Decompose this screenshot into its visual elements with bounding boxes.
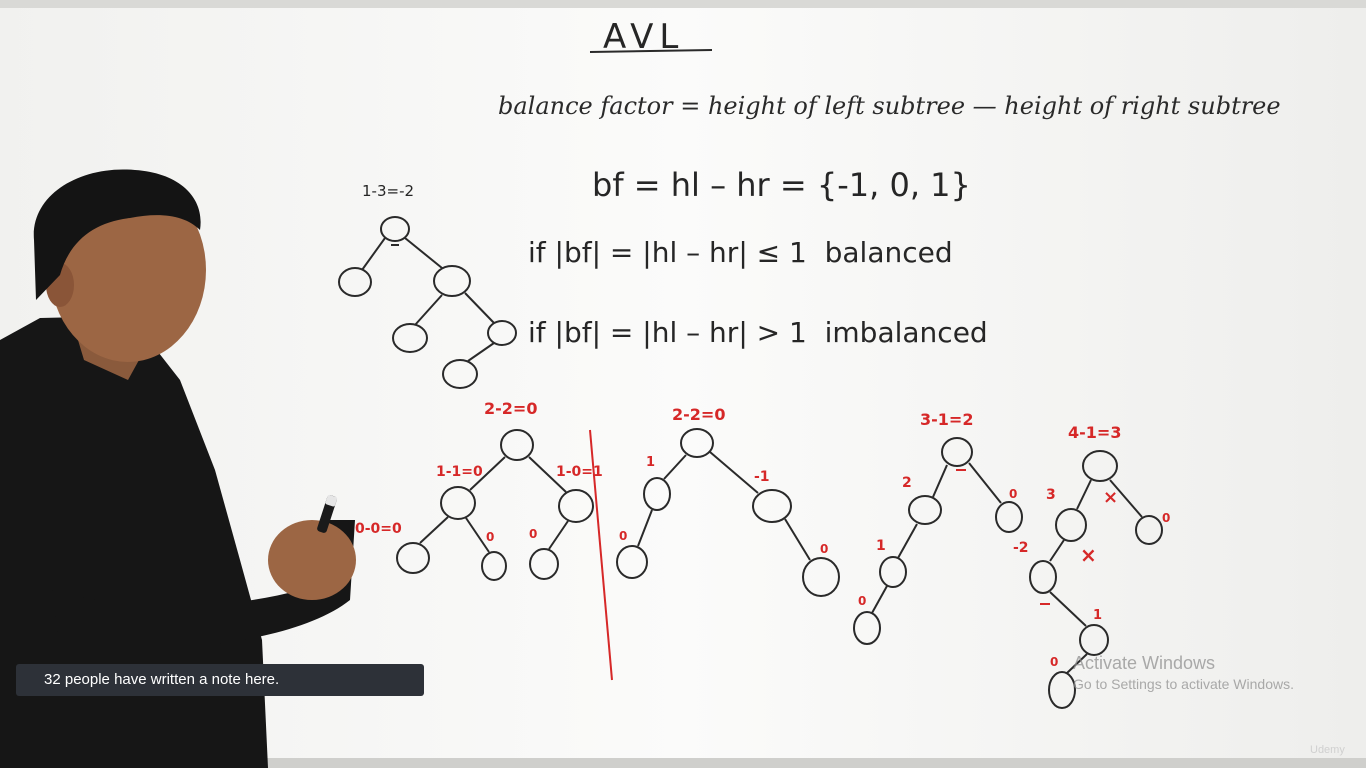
tree-2-left-left-label: 0 [619,529,627,543]
rule-balanced: if |bf| = |hl – hr| ≤ 1 balanced [528,236,953,269]
tree-3 [853,437,1023,645]
tree-1-right-label: 1-0=1 [556,464,603,480]
divider-stroke [589,429,613,681]
tree-1-left-left-label: 0-0=0 [355,521,402,537]
tree-2-right-right-label: 0 [820,542,828,556]
tree-4-left-left-label: -2 [1013,540,1029,556]
tree-1-left-label: 1-1=0 [436,464,483,480]
marker-cap [325,494,338,507]
presenter-hair [33,169,201,300]
activate-windows-title: Activate Windows [1073,653,1216,673]
tree-2-root-label: 2-2=0 [672,405,725,424]
tree-4-left-left-right-left-label: 0 [1050,655,1058,669]
bf-formula: bf = hl – hr = {-1, 0, 1} [592,166,971,204]
tree-1 [396,429,594,581]
tree-2-right-label: -1 [754,469,770,485]
tree-4-cross-mark-1: × [1103,487,1118,508]
rule-imbalanced: if |bf| = |hl – hr| > 1 imbalanced [528,316,988,349]
tree-1-right-left-label: 0 [529,527,537,541]
tree-4-right-label: 0 [1162,511,1170,525]
presenter-arm [52,520,355,651]
notes-banner[interactable]: 32 people have written a note here. [16,664,424,696]
tree-3-root-label: 3-1=2 [920,410,973,429]
tree-2-left-label: 1 [646,455,655,470]
tree-3-right-label: 0 [1009,487,1017,501]
whiteboard-frame-top [0,0,1366,8]
tree-1-left-right-label: 0 [486,530,494,544]
presenter-hand [268,520,356,600]
presenter-body [0,316,268,768]
tree-4-cross-mark-2: × [1080,543,1097,567]
tree-2 [616,428,840,597]
title-underline [589,49,713,53]
presenter [0,169,356,768]
tree-3-left-left-left-label: 0 [858,594,866,608]
example-tree [338,216,517,389]
tree-4 [1029,450,1163,709]
tree-4-root-label: 4-1=3 [1068,423,1121,442]
balance-factor-definition: balance factor = height of left subtree … [498,92,1281,120]
tree-3-left-label: 2 [902,475,912,491]
windows-activation-watermark: Activate Windows Go to Settings to activ… [1073,652,1294,694]
example-root-calc: 1-3=-2 [362,182,414,200]
whiteboard-frame-bottom [0,758,1366,768]
udemy-logo: Udemy [1310,744,1345,756]
tree-1-root-label: 2-2=0 [484,399,537,418]
tree-4-left-label: 3 [1046,487,1056,503]
tree-3-left-left-label: 1 [876,538,886,554]
tree-4-left-left-right-label: 1 [1093,608,1102,623]
activate-windows-subtitle: Go to Settings to activate Windows. [1073,676,1294,692]
